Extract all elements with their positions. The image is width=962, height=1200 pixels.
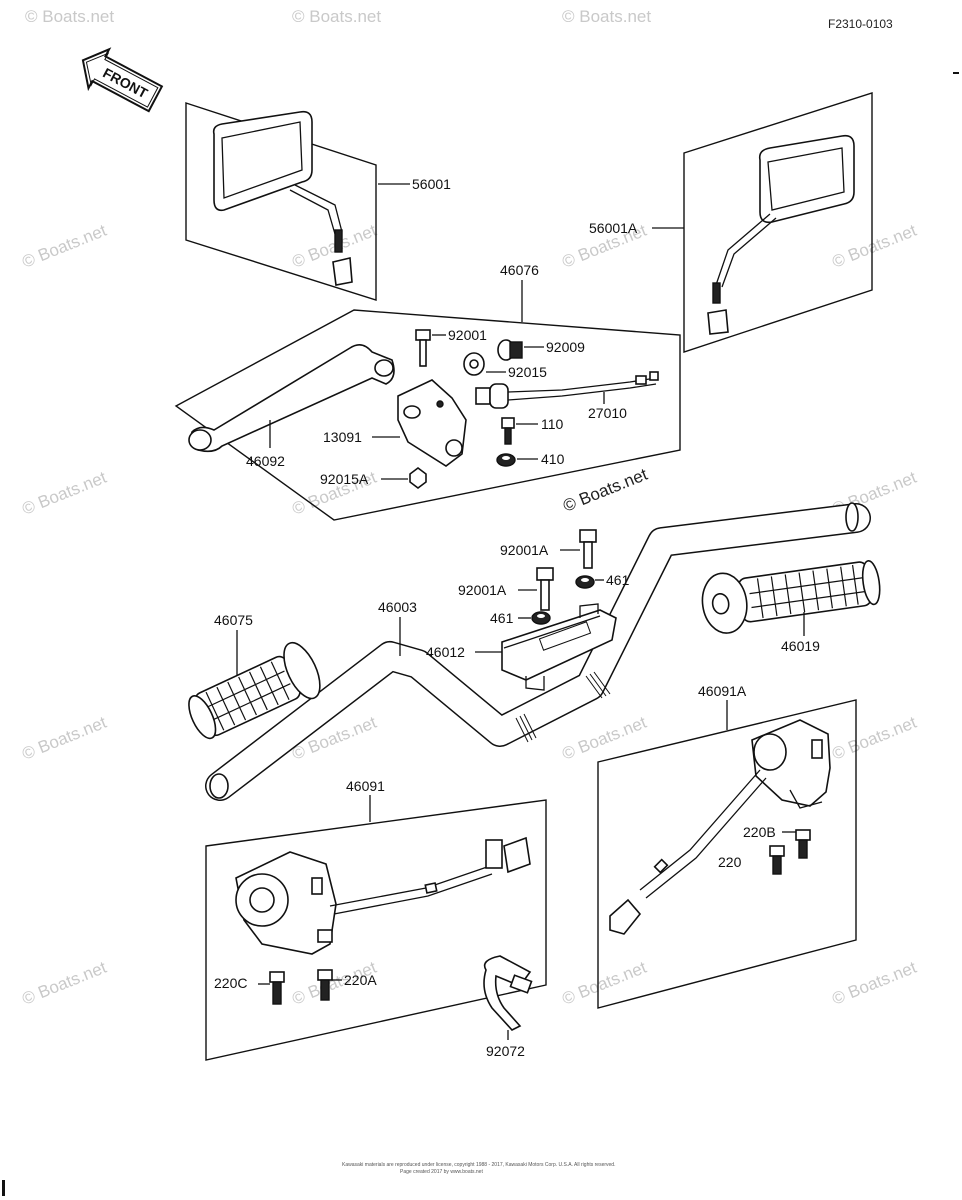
mirror-left-group: 56001 bbox=[185, 102, 451, 301]
clutch-lever bbox=[190, 344, 395, 453]
label-92001: 92001 bbox=[448, 327, 487, 343]
mirror-left bbox=[212, 110, 353, 286]
mirror-right-group: 56001A bbox=[589, 92, 873, 353]
front-arrow: FRONT bbox=[81, 47, 164, 113]
handlebar-knurl bbox=[515, 671, 611, 743]
label-92001A-upper: 92001A bbox=[500, 542, 549, 558]
label-46075: 46075 bbox=[214, 612, 253, 628]
label-56001: 56001 bbox=[412, 176, 451, 192]
label-92009: 92009 bbox=[546, 339, 585, 355]
label-46012: 46012 bbox=[426, 644, 465, 660]
label-220A: 220A bbox=[344, 972, 377, 988]
watermark: © Boats.net bbox=[19, 468, 109, 519]
left-grip bbox=[188, 641, 321, 740]
watermark: © Boats.net bbox=[19, 713, 109, 764]
right-grip bbox=[701, 559, 881, 634]
label-46092: 46092 bbox=[246, 453, 285, 469]
label-461-upper: 461 bbox=[606, 572, 630, 588]
right-grip-group: 46019 bbox=[701, 559, 881, 654]
mirror-right-box bbox=[683, 92, 873, 353]
margin-mark bbox=[2, 1180, 5, 1196]
label-92001A-lower: 92001A bbox=[458, 582, 507, 598]
left-switch-box bbox=[205, 799, 547, 1061]
footer-line-2: Page created 2017 by www.boats.net bbox=[400, 1169, 483, 1175]
watermark: © Boats.net bbox=[562, 7, 651, 26]
label-220B: 220B bbox=[743, 824, 776, 840]
label-56001A: 56001A bbox=[589, 220, 638, 236]
footer-line-1: Kawasaki materials are reproduced under … bbox=[342, 1162, 615, 1168]
clutch-lever-box bbox=[174, 309, 681, 521]
handlebar-group: 46003 bbox=[205, 502, 871, 801]
label-92015A: 92015A bbox=[320, 471, 369, 487]
watermark: © Boats.net bbox=[292, 7, 381, 26]
watermark: © Boats.net bbox=[829, 958, 919, 1009]
label-92072: 92072 bbox=[486, 1043, 525, 1059]
watermark: © Boats.net bbox=[19, 221, 109, 272]
margin-mark bbox=[953, 72, 959, 74]
label-110: 110 bbox=[541, 416, 564, 432]
label-46091: 46091 bbox=[346, 778, 385, 794]
watermark: © Boats.net bbox=[19, 958, 109, 1009]
right-switch-group: 46091A 220B 220 bbox=[597, 683, 857, 1009]
label-410: 410 bbox=[541, 451, 565, 467]
diagram-code: F2310-0103 bbox=[828, 17, 893, 31]
watermark-dark: © Boats.net bbox=[560, 465, 650, 516]
label-220C: 220C bbox=[214, 975, 247, 991]
watermark: © Boats.net bbox=[25, 7, 114, 26]
left-switch-group: 46091 220C 220A 92072 bbox=[205, 778, 547, 1061]
label-461-lower: 461 bbox=[490, 610, 514, 626]
handlebar-holder-group: 46012 92001A 461 92001A 461 bbox=[426, 529, 630, 691]
watermark: © Boats.net bbox=[829, 221, 919, 272]
label-13091: 13091 bbox=[323, 429, 362, 445]
label-46091A: 46091A bbox=[698, 683, 747, 699]
watermark: © Boats.net bbox=[559, 958, 649, 1009]
label-92015: 92015 bbox=[508, 364, 547, 380]
label-46019: 46019 bbox=[781, 638, 820, 654]
label-46003: 46003 bbox=[378, 599, 417, 615]
mirror-right bbox=[707, 134, 855, 335]
label-220: 220 bbox=[718, 854, 742, 870]
label-46076: 46076 bbox=[500, 262, 539, 278]
left-grip-group: 46075 bbox=[188, 612, 321, 740]
clutch-lever-group: 46076 46092 13091 92015A 92001 92009 920 bbox=[174, 262, 681, 521]
watermark: © Boats.net bbox=[829, 713, 919, 764]
wire-clamp bbox=[483, 955, 532, 1031]
watermark: © Boats.net bbox=[559, 713, 649, 764]
right-switch-box bbox=[597, 699, 857, 1009]
label-27010: 27010 bbox=[588, 405, 627, 421]
